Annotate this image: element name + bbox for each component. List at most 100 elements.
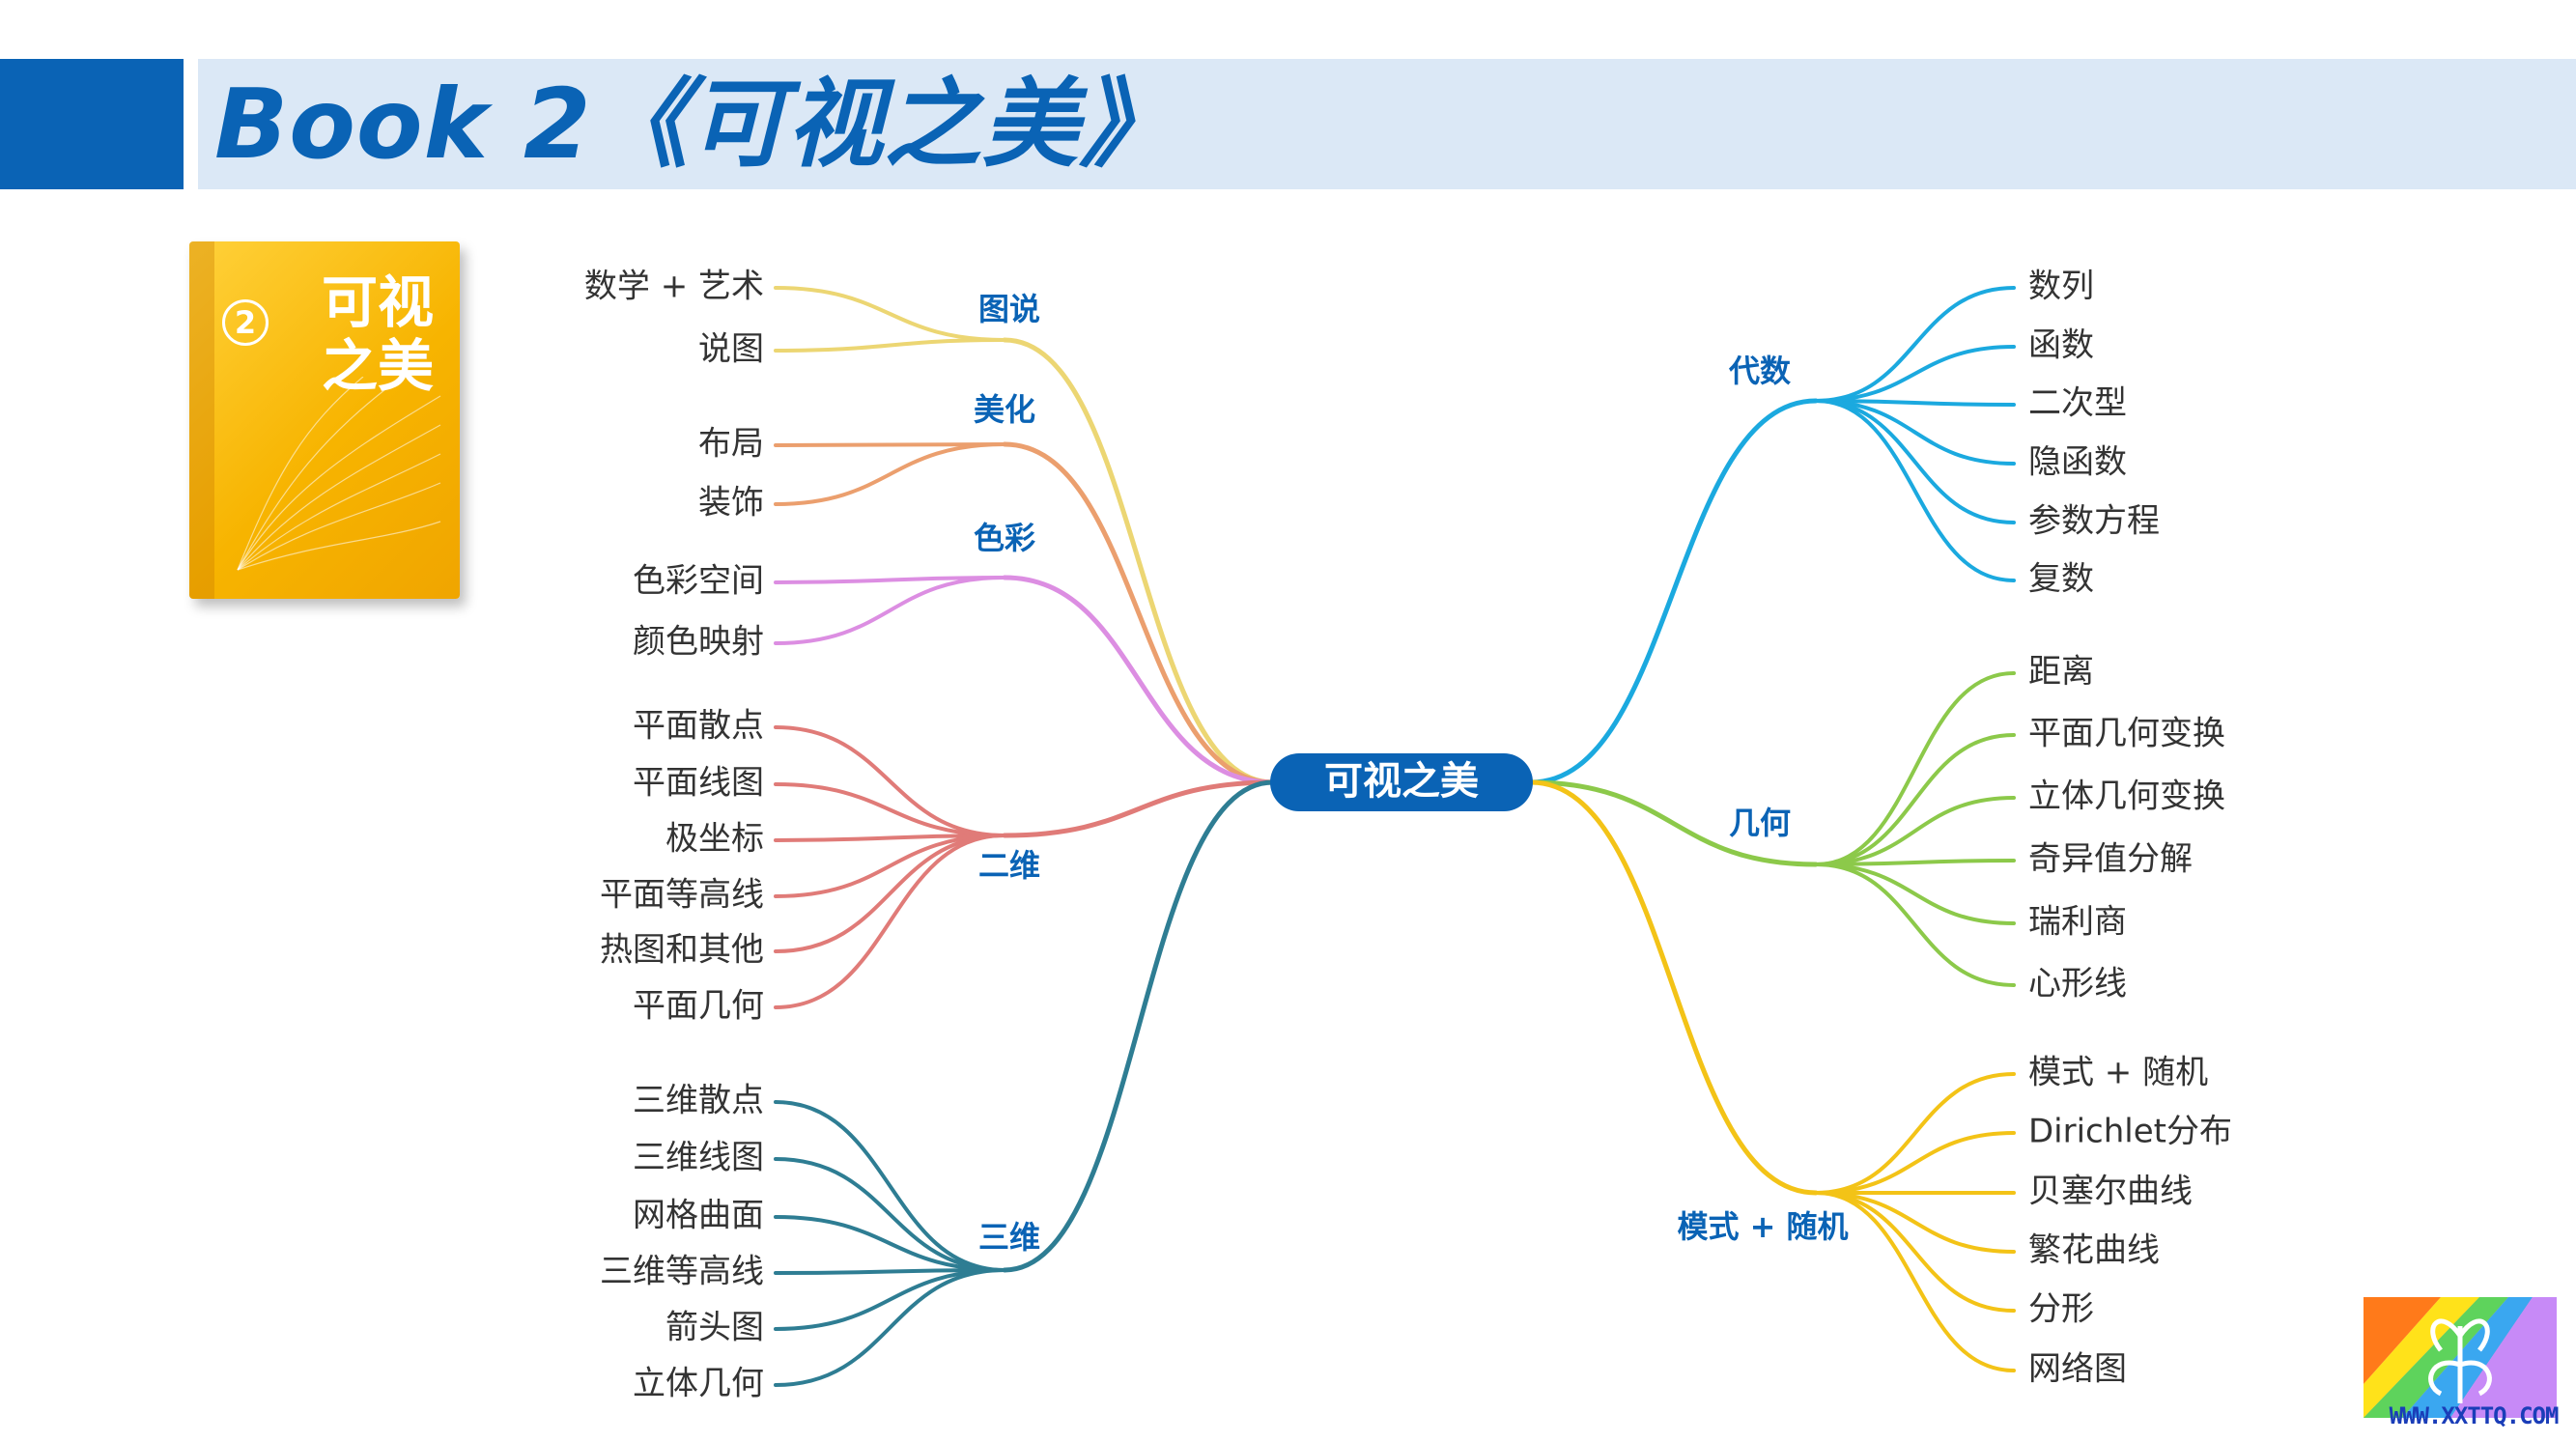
leaf-label: 立体几何变换 <box>2028 778 2225 816</box>
leaf-label: 距离 <box>2028 653 2094 692</box>
mind-map-link <box>1814 1191 2016 1254</box>
mind-map-link <box>1814 733 2016 866</box>
mind-map-link <box>1002 779 1276 1273</box>
leaf-label: 热图和其他 <box>600 931 764 970</box>
mind-map-link <box>1814 796 2016 866</box>
site-url: WWW.XXTTQ.COM <box>2389 1402 2560 1429</box>
mind-map-link <box>1814 399 2016 582</box>
mind-map-link <box>1002 779 1276 838</box>
site-logo <box>2364 1297 2557 1418</box>
mind-map-link <box>1002 337 1276 785</box>
mind-map-link <box>1528 779 1819 867</box>
leaf-label: 模式 + 随机 <box>2028 1054 2208 1092</box>
page-title: Book 2《可视之美》 <box>214 68 1177 181</box>
mind-map-link <box>1814 859 2016 866</box>
leaf-label: 立体几何 <box>633 1365 764 1403</box>
mind-map-link <box>1814 1191 2016 1372</box>
mind-map-link <box>774 286 1006 342</box>
mind-map-link <box>1814 671 2016 866</box>
mind-map-link <box>774 834 1006 1009</box>
book-cover-title: 可视之美 <box>321 269 434 399</box>
branch-label: 三维 <box>978 1219 1040 1256</box>
leaf-label: 平面几何 <box>633 987 764 1026</box>
leaf-label: 平面线图 <box>633 764 764 803</box>
leaf-label: 瑞利商 <box>2028 903 2127 942</box>
mind-map-link <box>1002 441 1276 785</box>
mind-map-link <box>1814 286 2016 403</box>
leaf-label: Dirichlet分布 <box>2028 1113 2232 1151</box>
mind-map-link <box>1814 345 2016 403</box>
mind-map-link <box>774 1157 1006 1272</box>
leaf-label: 心形线 <box>2028 965 2127 1004</box>
leaf-label: 三维散点 <box>633 1082 764 1120</box>
leaf-label: 繁花曲线 <box>2028 1231 2160 1270</box>
leaf-label: 贝塞尔曲线 <box>2028 1173 2193 1211</box>
mind-map-link <box>774 442 1006 506</box>
mind-map-link <box>1814 862 2016 987</box>
mind-map-link <box>1814 399 2016 466</box>
branch-label: 美化 <box>974 391 1035 428</box>
feather-graphic-icon <box>237 377 441 571</box>
leaf-label: 二次型 <box>2028 384 2127 423</box>
mind-map-link <box>1528 398 1819 785</box>
leaf-label: 色彩空间 <box>633 562 764 601</box>
book-cover-number: 2 <box>222 299 269 346</box>
leaf-label: 函数 <box>2028 326 2094 365</box>
leaf-label: 隐函数 <box>2028 443 2127 482</box>
leaf-label: 平面几何变换 <box>2028 715 2225 753</box>
mind-map-link <box>774 576 1006 584</box>
root-node <box>1270 753 1533 811</box>
leaf-label: 数学 + 艺术 <box>584 268 764 306</box>
branch-label: 色彩 <box>974 520 1035 556</box>
book-cover: 2 可视之美 <box>189 241 460 599</box>
leaf-label: 平面散点 <box>633 707 764 746</box>
mind-map-link <box>1528 779 1819 1196</box>
leaf-label: 复数 <box>2028 560 2094 599</box>
leaf-label: 参数方程 <box>2028 502 2160 541</box>
mind-map-links <box>774 286 2016 1387</box>
leaf-label: 三维线图 <box>633 1139 764 1177</box>
branch-label: 几何 <box>1729 805 1791 841</box>
mind-map-link <box>774 1215 1006 1272</box>
root-node-label: 可视之美 <box>1324 759 1479 804</box>
leaf-label: 说图 <box>698 330 764 369</box>
mind-map-link <box>1814 1131 2016 1195</box>
mind-map-link <box>774 576 1006 645</box>
mind-map-link <box>774 338 1006 353</box>
branch-label: 图说 <box>978 291 1040 327</box>
header-accent-block <box>0 59 184 189</box>
mind-map-link <box>774 442 1006 447</box>
branch-label: 模式 + 随机 <box>1677 1208 1848 1245</box>
leaf-label: 箭头图 <box>665 1309 764 1347</box>
mind-map-link <box>1002 575 1276 785</box>
mind-map-link <box>774 725 1006 837</box>
mind-map-link <box>774 834 1006 953</box>
mind-map-link <box>774 834 1006 842</box>
leaf-label: 三维等高线 <box>600 1253 764 1291</box>
leaf-label: 数列 <box>2028 268 2094 306</box>
header-bar <box>198 59 2576 189</box>
mind-map-link <box>774 1100 1006 1272</box>
mind-map-link <box>774 1268 1006 1387</box>
leaf-label: 极坐标 <box>665 820 764 859</box>
mind-map-link <box>774 1268 1006 1331</box>
mind-map-link <box>1814 399 2016 524</box>
mind-map-link <box>1814 862 2016 925</box>
mind-map-link <box>1814 399 2016 407</box>
leaf-label: 分形 <box>2028 1290 2094 1329</box>
leaf-label: 网格曲面 <box>633 1197 764 1235</box>
leaf-label: 布局 <box>698 425 764 464</box>
leaf-label: 平面等高线 <box>600 876 764 915</box>
leaf-label: 奇异值分解 <box>2028 840 2193 879</box>
leaf-label: 装饰 <box>698 484 764 523</box>
branch-label: 二维 <box>978 847 1040 884</box>
book-spine <box>189 241 214 599</box>
branch-label: 代数 <box>1728 353 1792 389</box>
mind-map-link <box>1814 1072 2016 1195</box>
mind-map-link <box>774 782 1006 837</box>
mind-map-link <box>1814 1191 2016 1313</box>
leaf-label: 颜色映射 <box>633 623 764 662</box>
mind-map-link <box>774 1268 1006 1275</box>
